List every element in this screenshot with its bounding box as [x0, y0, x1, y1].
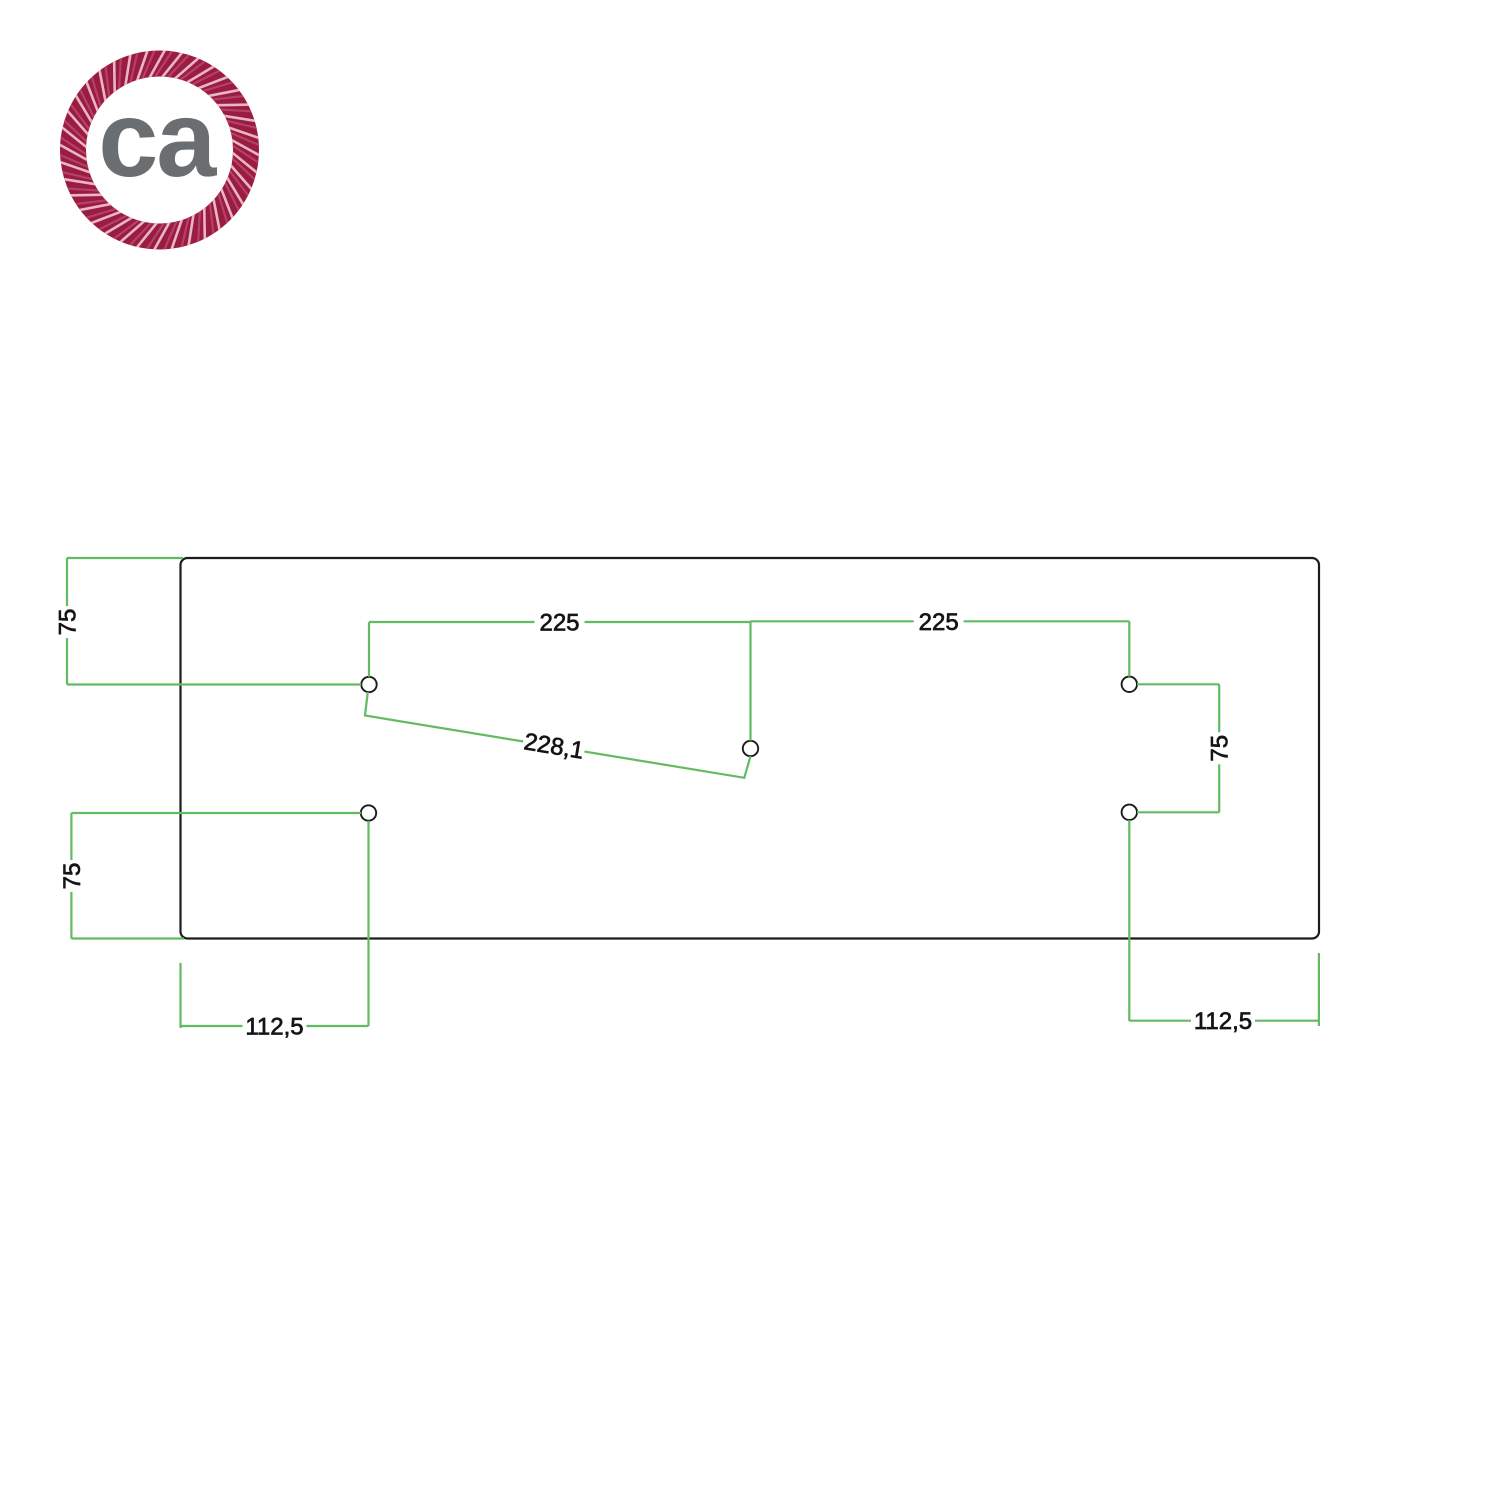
svg-text:112,5: 112,5 [245, 1014, 303, 1041]
svg-text:75: 75 [54, 609, 81, 636]
svg-text:112,5: 112,5 [1194, 1008, 1252, 1035]
svg-text:225: 225 [539, 610, 579, 637]
svg-text:225: 225 [919, 609, 959, 636]
svg-text:ca: ca [98, 78, 217, 199]
svg-text:75: 75 [59, 863, 86, 890]
svg-text:75: 75 [1207, 735, 1234, 762]
svg-text:228,1: 228,1 [522, 728, 586, 764]
